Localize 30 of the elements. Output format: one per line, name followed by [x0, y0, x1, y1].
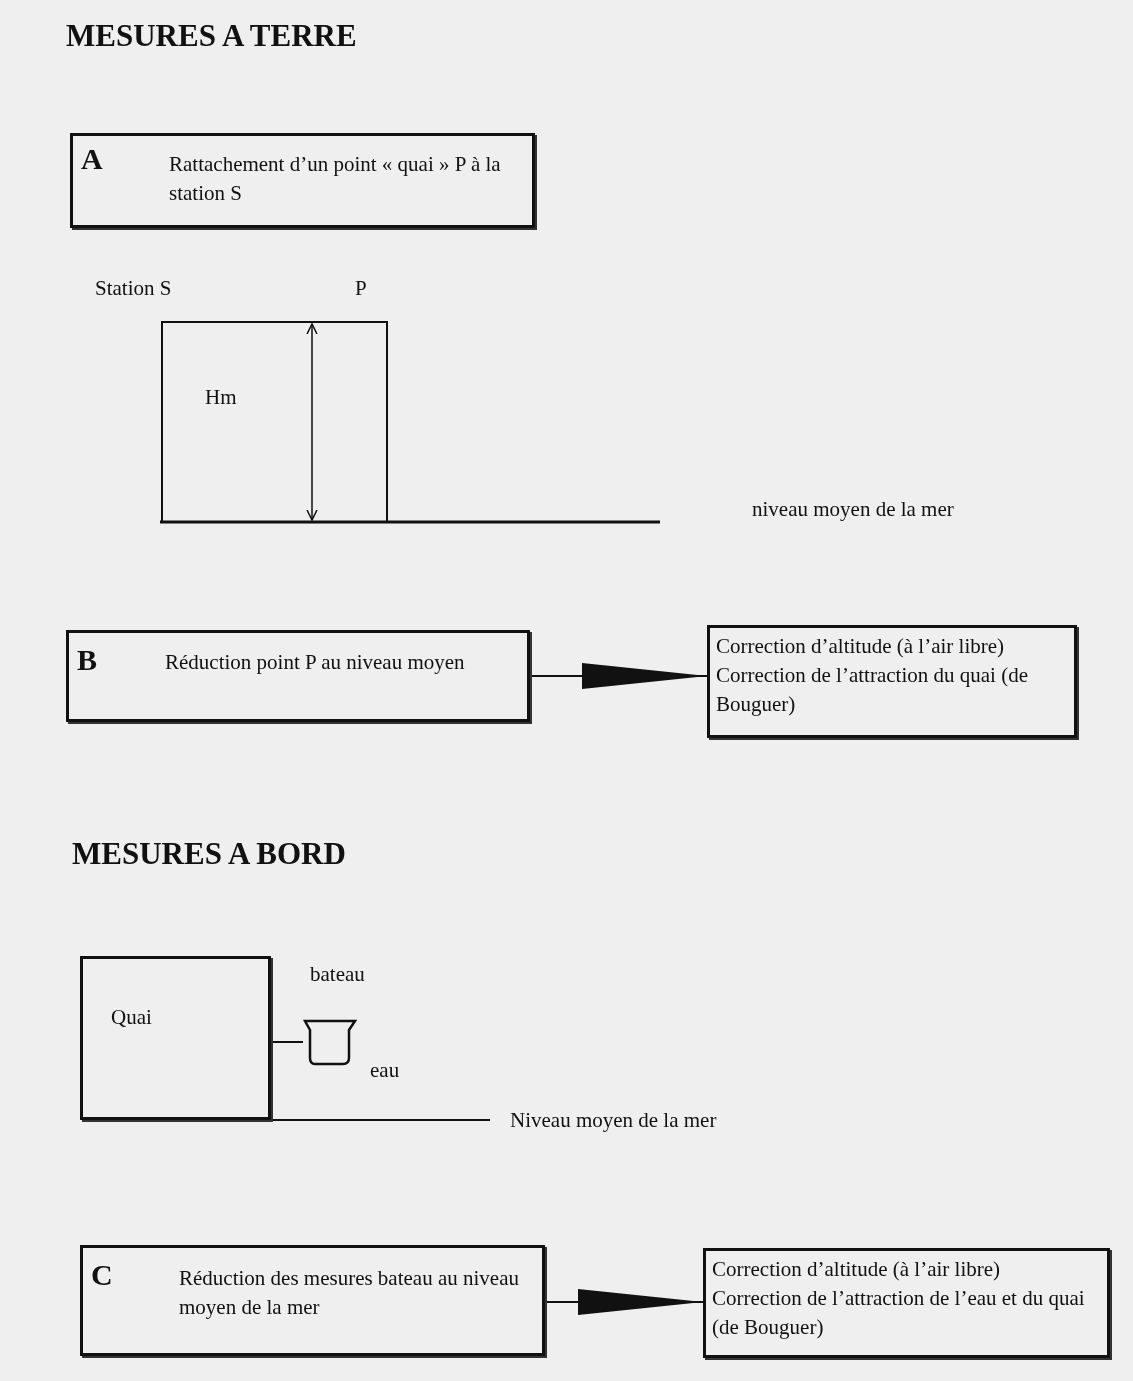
process-box: [703, 1248, 1110, 1358]
step-letter: B: [77, 643, 97, 677]
step-letter: C: [91, 1258, 113, 1292]
label-text: niveau moyen de la mer: [752, 497, 954, 522]
connector-line: [270, 1041, 304, 1043]
box-text: Correction d’altitude (à l’air libre): [716, 633, 1006, 660]
process-box: [707, 625, 1077, 738]
caption-text: eau: [370, 1058, 400, 1083]
box-text: Rattachement d’un point « quai » P à la station S: [169, 151, 502, 207]
arrow: [544, 1289, 704, 1315]
caption-text: bateau: [310, 962, 365, 987]
step-box: [66, 630, 530, 722]
label-text: Station S: [95, 276, 172, 301]
process-box: [80, 956, 271, 1120]
arrow: [529, 663, 708, 689]
box-text: Réduction point P au niveau moyen: [165, 649, 466, 676]
section-heading: MESURES A TERRE: [66, 18, 357, 54]
box-text: Correction de l’attraction du quai (de Bouguer): [716, 662, 1029, 718]
step-box: [80, 1245, 545, 1356]
box-text: Correction de l’attraction de l’eau et du quai (de Bouguer): [712, 1285, 1086, 1341]
step-letter: A: [81, 142, 103, 176]
step-box: [70, 133, 535, 228]
label-text: P: [355, 276, 367, 301]
label-text: Hm: [205, 385, 237, 410]
box-text: Réduction des mesures bateau au niveau moyen de la mer: [179, 1265, 520, 1321]
box-text: Correction d’altitude (à l’air libre): [712, 1256, 1002, 1283]
section-heading: MESURES A BORD: [72, 836, 346, 872]
box-text: Quai: [111, 1004, 153, 1031]
boat-drawing: [303, 1018, 357, 1066]
label-text: Niveau moyen de la mer: [510, 1108, 717, 1133]
